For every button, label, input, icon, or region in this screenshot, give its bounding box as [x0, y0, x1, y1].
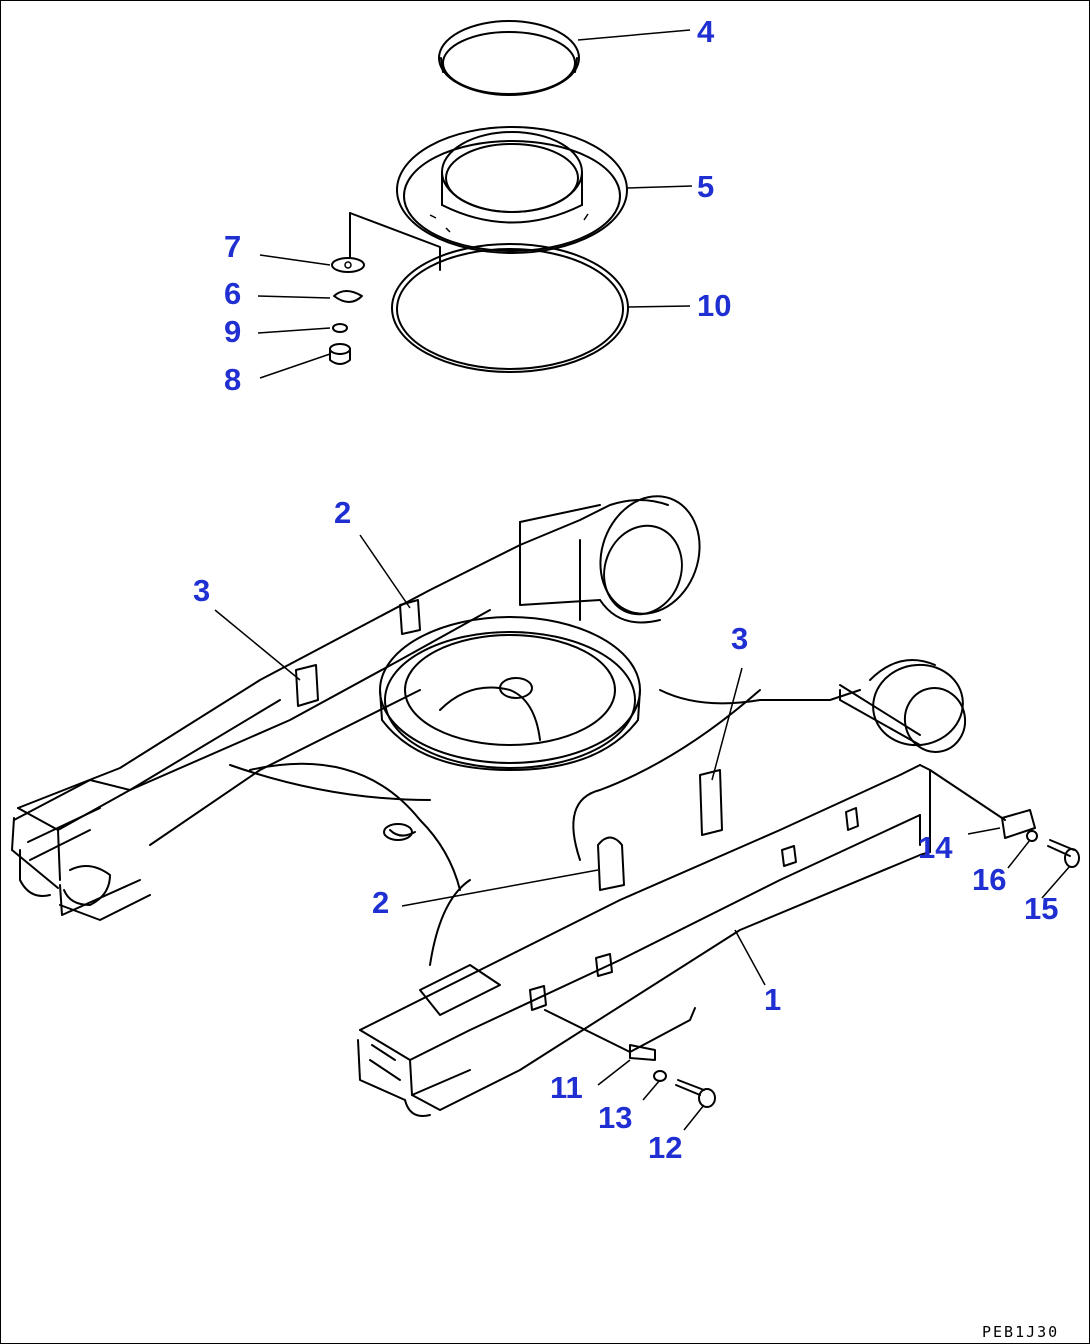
part-10-o-ring	[391, 243, 629, 373]
callout-7: 7	[224, 229, 241, 264]
callout-11: 11	[550, 1070, 583, 1105]
part-5-swing-race	[396, 126, 628, 254]
callout-3-left: 3	[193, 573, 210, 608]
part-4-seal-ring	[438, 20, 580, 96]
frame-swing-circle	[379, 616, 641, 771]
callout-3-right: 3	[731, 621, 748, 656]
callout-5: 5	[697, 169, 714, 204]
leader-lines	[214, 29, 1071, 1131]
guard-parts	[544, 769, 1080, 1108]
callout-2-upper: 2	[334, 495, 351, 530]
callout-12: 12	[648, 1130, 682, 1165]
callout-13: 13	[598, 1100, 632, 1135]
callout-14: 14	[918, 830, 953, 865]
callout-15: 15	[1024, 891, 1058, 926]
callout-6: 6	[224, 276, 241, 311]
callout-2-lower: 2	[372, 885, 389, 920]
callout-labels: 4 5 7 6 9 8 10 2 3 3 2 1 14 16 15 11 13 …	[193, 14, 1058, 1165]
callout-10: 10	[697, 288, 731, 323]
part-1-track-frame	[11, 495, 967, 1117]
brackets	[295, 599, 859, 1011]
small-parts	[329, 212, 441, 365]
callout-8: 8	[224, 362, 241, 397]
callout-1: 1	[764, 982, 781, 1017]
callout-16: 16	[972, 862, 1006, 897]
drawing-code: PEB1J30	[982, 1323, 1059, 1341]
callout-4: 4	[697, 14, 715, 49]
callout-9: 9	[224, 314, 241, 349]
